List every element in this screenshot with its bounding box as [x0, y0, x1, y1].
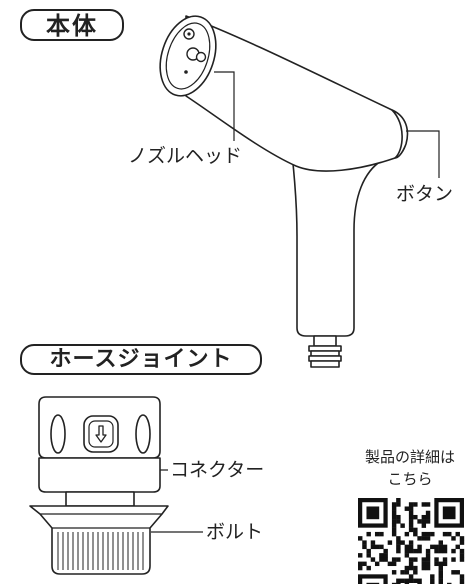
connector-notch-right [135, 414, 151, 454]
bolt-body [29, 505, 169, 575]
shower-head-illustration [159, 15, 409, 368]
nozzle-hole [184, 70, 188, 74]
qr-code-icon[interactable] [358, 498, 465, 584]
shower-bottom-fitting [313, 335, 337, 347]
bolt-label: ボルト [206, 521, 264, 543]
leader-button [406, 130, 440, 178]
connector-label: コネクター [170, 459, 265, 481]
qr-caption: 製品の詳細は こちら [348, 446, 472, 490]
down-arrow-icon [95, 425, 107, 443]
qr-caption-line2: こちら [387, 470, 433, 488]
nozzle-head-label: ノズルヘッド [128, 145, 243, 167]
shower-handle [289, 137, 401, 337]
nozzle-hole [195, 51, 207, 63]
connector-lower [38, 457, 161, 493]
button-label: ボタン [396, 183, 454, 205]
leader-nozzle [214, 71, 235, 141]
shower-thread [308, 345, 342, 368]
nozzle-face-inner [165, 22, 211, 90]
button-part [391, 109, 409, 159]
hose-joint-section-title: ホースジョイント [20, 344, 262, 375]
nozzle-hole [187, 32, 191, 36]
hose-joint-illustration [29, 396, 169, 575]
connector-neck [65, 491, 135, 507]
qr-caption-line1: 製品の詳細は [364, 448, 455, 466]
bolt-grip-ribs [57, 532, 144, 570]
connector-notch-left [50, 414, 66, 454]
body-section-title: 本体 [20, 9, 124, 41]
